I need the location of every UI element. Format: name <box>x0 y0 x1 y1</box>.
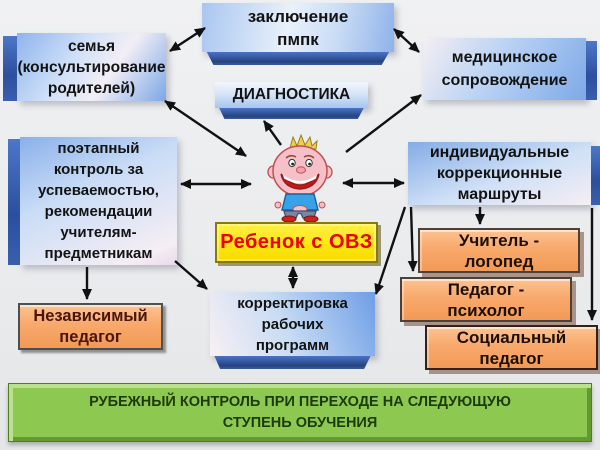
node-stage-control-3d-edge <box>8 139 20 265</box>
node-child-label: Ребенок с ОВЗ <box>215 222 378 263</box>
footer-banner: РУБЕЖНЫЙ КОНТРОЛЬ ПРИ ПЕРЕХОДЕ НА СЛЕДУЮ… <box>8 383 592 442</box>
node-family: семья (консультирование родителей) <box>17 33 166 101</box>
node-psychologist: Педагог - психолог <box>400 277 572 322</box>
node-diagnostics-3d-base <box>219 108 364 119</box>
node-pmpk-conclusion: заключение пмпк <box>202 3 394 52</box>
node-diagnostics: ДИАГНОСТИКА <box>215 82 368 108</box>
node-social-teacher: Социальный педагог <box>425 325 598 370</box>
node-medical-support-3d-edge <box>586 41 597 100</box>
node-family-3d-edge <box>3 36 17 101</box>
node-pmpk-conclusion-3d-base <box>206 52 390 65</box>
node-medical-support: медицинское сопровождение <box>423 38 586 100</box>
node-program-correction-3d-base <box>214 356 371 369</box>
node-stage-control: поэтапный контроль за успеваемостью, рек… <box>20 137 177 265</box>
node-correction-routes-3d-edge <box>591 146 600 205</box>
node-program-correction: корректировка рабочих программ <box>210 292 375 356</box>
child-illustration <box>267 134 333 222</box>
node-speech-teacher: Учитель - логопед <box>418 228 580 273</box>
node-independent-teacher: Независимый педагог <box>18 303 163 350</box>
node-correction-routes: индивидуальные коррекционные маршруты <box>408 142 591 205</box>
